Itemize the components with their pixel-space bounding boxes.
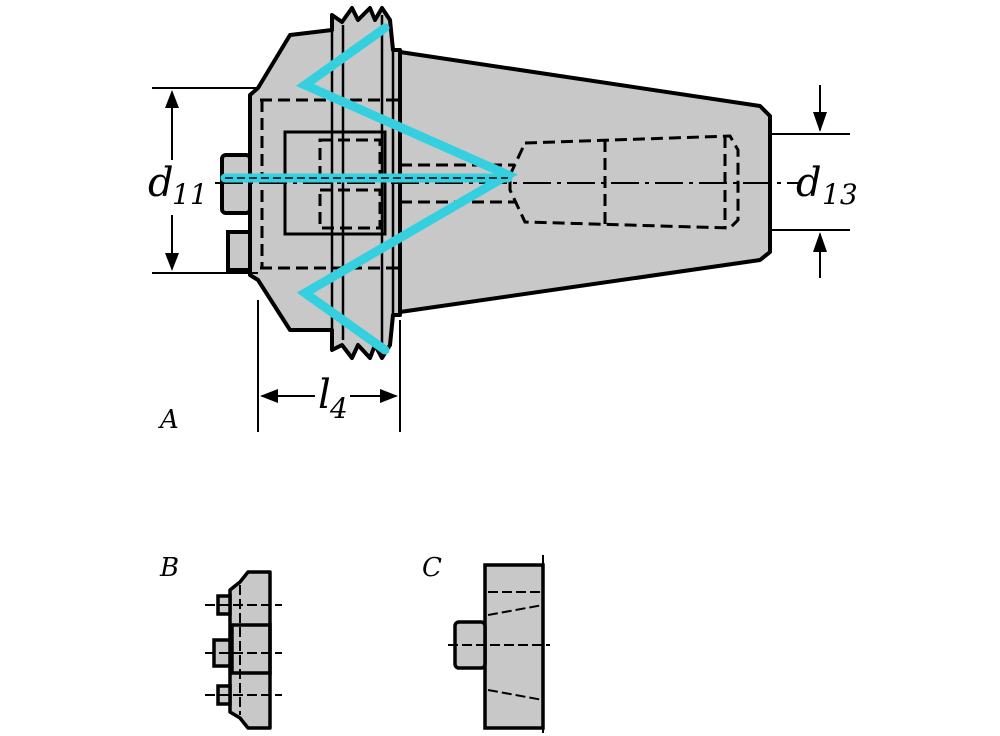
view-b-label: B bbox=[159, 553, 179, 583]
l4-subscript: 4 bbox=[329, 392, 348, 425]
retention-bolt bbox=[220, 153, 252, 272]
view-a-label: A bbox=[158, 405, 179, 435]
view-c-body bbox=[483, 563, 545, 730]
view-b-detail bbox=[205, 570, 282, 730]
view-c-label: C bbox=[422, 553, 442, 583]
dimension-l4 bbox=[257, 300, 401, 432]
d11-subscript: 11 bbox=[172, 178, 208, 211]
l4-label: l bbox=[318, 372, 331, 418]
view-c-detail bbox=[448, 555, 550, 735]
d13-subscript: 13 bbox=[822, 178, 858, 211]
d11-label: d bbox=[148, 160, 174, 206]
view-b-body bbox=[228, 570, 272, 730]
dimension-d13 bbox=[770, 85, 850, 278]
d13-label: d bbox=[796, 160, 822, 206]
view-a-holder bbox=[215, 6, 800, 360]
dimension-d11 bbox=[152, 87, 258, 274]
